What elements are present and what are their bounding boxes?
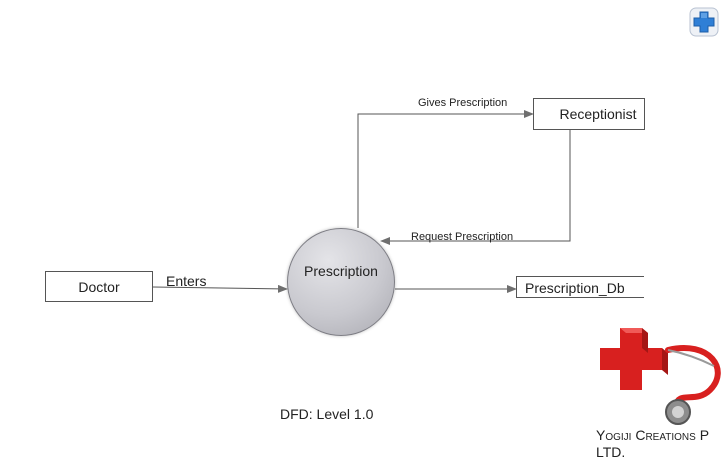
datastore-prescription-db: Prescription_Db xyxy=(516,276,644,298)
flow-enters-label: Enters xyxy=(166,273,207,289)
flow-gives-prescription-label: Gives Prescription xyxy=(418,97,508,109)
entity-doctor-label: Doctor xyxy=(78,278,120,295)
entity-receptionist: Receptionist xyxy=(533,98,645,130)
logo-red-cross xyxy=(600,328,662,390)
medical-cross-icon xyxy=(689,7,719,37)
flow-request-prescription-line xyxy=(380,130,571,245)
diagram-caption: DFD: Level 1.0 xyxy=(280,406,374,422)
entity-doctor: Doctor xyxy=(45,271,153,302)
datastore-label: Prescription_Db xyxy=(525,280,625,296)
company-name-line1: Yogiji Creations P xyxy=(596,427,710,443)
entity-receptionist-label: Receptionist xyxy=(559,106,637,122)
company-name: Yogiji Creations P LTD. xyxy=(596,427,709,461)
logo-stethoscope-tube xyxy=(665,345,721,409)
flow-request-prescription-label: Request Prescription xyxy=(411,231,514,243)
process-prescription-label: Prescription xyxy=(304,263,378,279)
flow-gives-prescription-line xyxy=(357,110,534,228)
process-prescription: Prescription xyxy=(287,228,395,336)
stethoscope-cross-logo xyxy=(592,320,728,428)
company-name-line2: LTD. xyxy=(596,444,626,460)
flow-enters-line xyxy=(152,284,288,293)
